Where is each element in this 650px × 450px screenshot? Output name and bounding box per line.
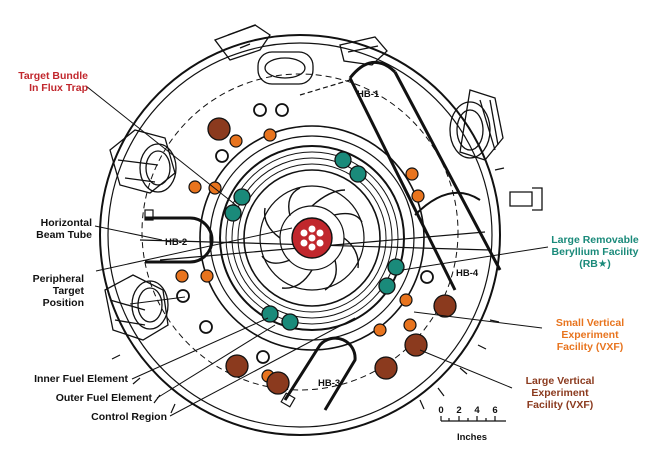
- beryllium-label-line2: Beryllium Facility: [551, 246, 639, 258]
- vessel-perimeter-notches: [111, 167, 505, 414]
- hb1-beam-tube: [299, 61, 502, 291]
- reactor-vessel-outline: [99, 34, 501, 436]
- hb4-label: HB-4: [456, 268, 479, 279]
- target-bundle: [291, 217, 333, 259]
- beryllium-label-line3: (RB★): [579, 258, 611, 270]
- scale-unit: Inches: [457, 432, 487, 443]
- large-vxf-label: Large Vertical Experiment Facility (VXF): [505, 375, 615, 411]
- scale-tick-0: 0: [438, 405, 443, 416]
- small-vxf-line3: Facility (VXF): [556, 341, 624, 353]
- hb3-label: HB-3: [318, 378, 340, 389]
- large-vxf-line3: Facility (VXF): [526, 399, 594, 411]
- small-vxf-label: Small Vertical Experiment Facility (VXF): [535, 317, 645, 353]
- large-vxf-line2: Experiment: [531, 387, 589, 399]
- target-bundle-label: Target Bundle In Flux Trap: [0, 70, 88, 94]
- peripheral-target-line1: Peripheral: [32, 273, 84, 285]
- peripheral-target-line2: Target: [52, 285, 84, 297]
- hb1-label: HB-1: [357, 89, 380, 100]
- hb2-label: HB-2: [165, 237, 187, 248]
- scale-tick-2: 2: [456, 405, 461, 416]
- scale-tick-6: 6: [492, 405, 497, 416]
- empty-positions: [176, 103, 434, 364]
- hb2-beam-tube: [144, 209, 214, 264]
- core-rings: [199, 125, 425, 351]
- scale-tick-4: 4: [474, 405, 480, 416]
- horizontal-beam-tube-line2: Beam Tube: [36, 229, 92, 241]
- target-bundle-label-line2: In Flux Trap: [29, 82, 88, 94]
- hb3-beam-tube: [280, 336, 357, 411]
- peripheral-target-label: Peripheral Target Position: [0, 273, 84, 309]
- fuel-element-plates: [261, 187, 363, 291]
- beryllium-facility-label: Large Removable Beryllium Facility (RB★): [540, 234, 650, 270]
- horizontal-beam-tube-label: Horizontal Beam Tube: [0, 217, 92, 241]
- reactor-vessel-inner-ring: [107, 42, 493, 428]
- target-bundle-label-line1: Target Bundle: [18, 70, 88, 82]
- small-vxf-line1: Small Vertical: [555, 317, 625, 329]
- mechanical-brackets: [104, 24, 543, 341]
- inner-fuel-element-label: Inner Fuel Element: [34, 373, 128, 385]
- peripheral-target-line3: Position: [42, 297, 84, 309]
- small-vxf-line2: Experiment: [561, 329, 619, 341]
- leader-lines: [85, 85, 549, 417]
- control-region-label: Control Region: [91, 411, 167, 423]
- scale-bar: 0 2 4 6 Inches: [438, 405, 506, 443]
- large-vxf-facilities: [207, 117, 457, 395]
- beryllium-facilities: [224, 151, 405, 331]
- outer-fuel-element-label: Outer Fuel Element: [55, 392, 152, 404]
- large-vxf-line1: Large Vertical: [525, 375, 595, 387]
- beryllium-label-line1: Large Removable: [551, 234, 639, 246]
- horizontal-beam-tube-line1: Horizontal: [40, 217, 92, 229]
